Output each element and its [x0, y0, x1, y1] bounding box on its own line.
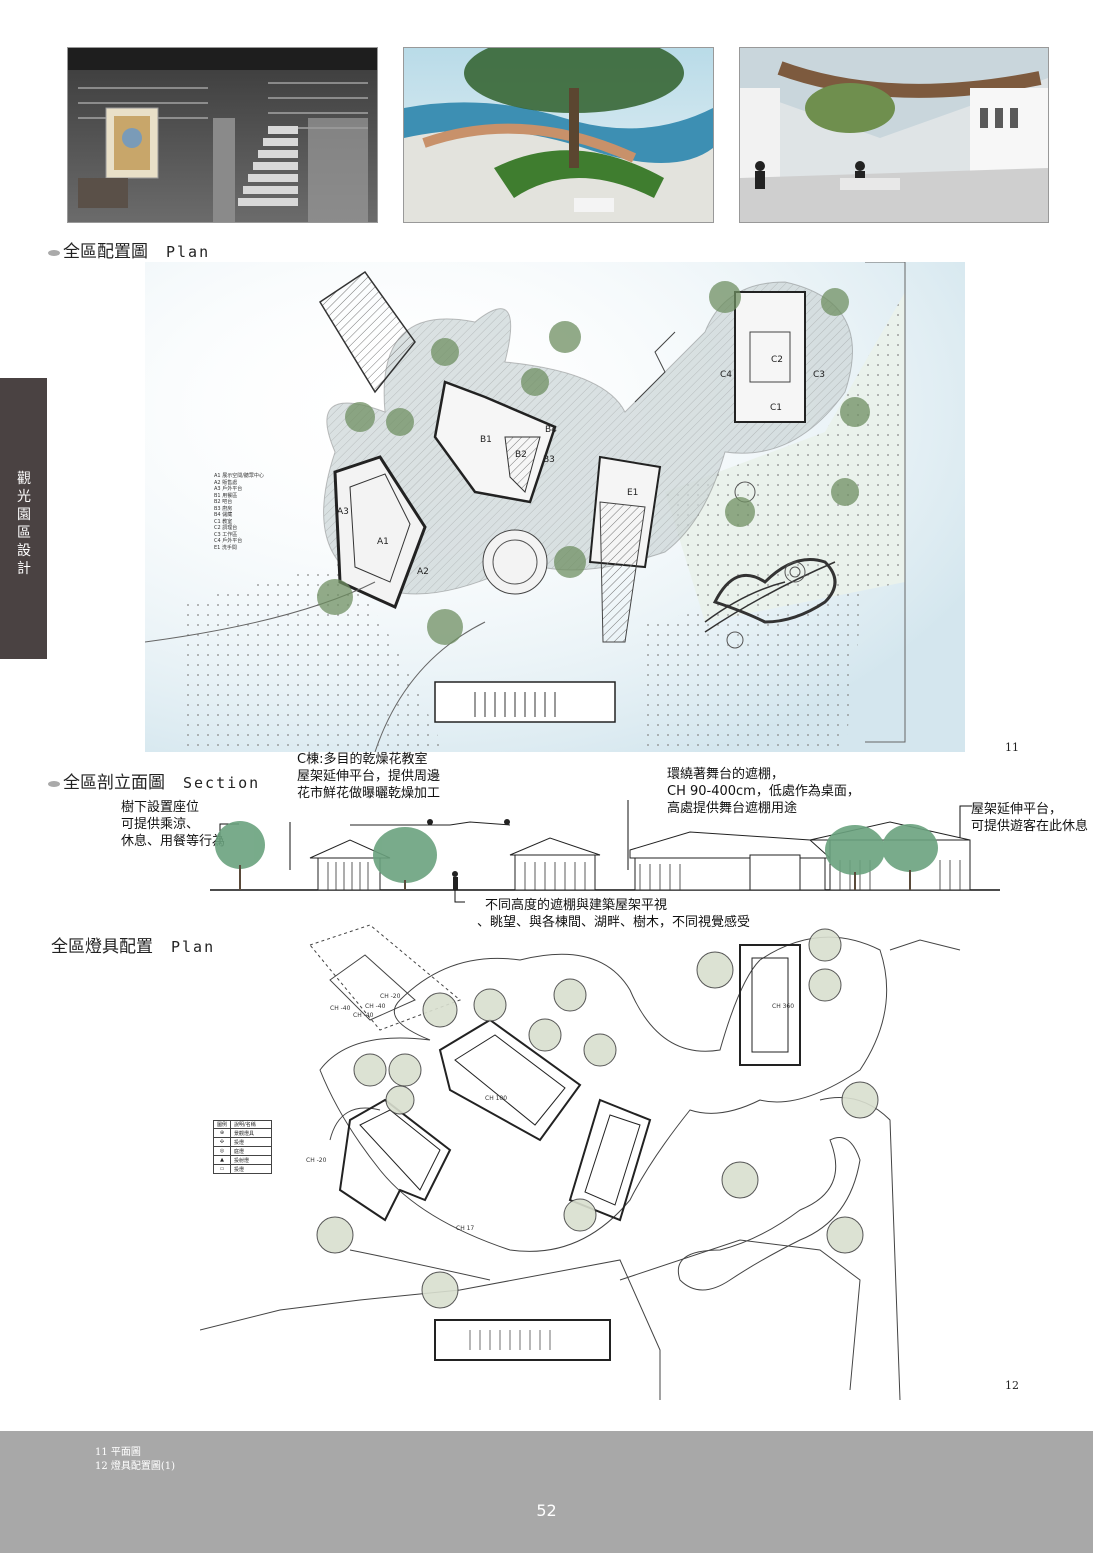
plan-label: B3 — [543, 455, 555, 465]
footer-caption: 12 燈具配置圖(1) — [95, 1461, 176, 1472]
annotation-line: 不同高度的遮棚與建築屋架平視 — [485, 898, 668, 913]
annotation-line: 花市鮮花做曝曬乾燥加工 — [297, 786, 441, 801]
legend-item: B4 儲藏 — [214, 512, 233, 518]
annotation-line: 休息、用餐等行為 — [121, 834, 226, 849]
annotation-line: 可提供遊客在此休息 — [971, 819, 1089, 834]
lighting-plan-drawing: CH -40 CH -20 CH -40 CH -40 CH 100 CH -2… — [200, 920, 965, 1400]
plan-title-zh: 全區配置圖 — [63, 242, 148, 262]
table-row: ⊕景觀燈具 — [212, 1128, 273, 1138]
photo-interior-stair — [67, 47, 378, 223]
legend-item: E1 洗手間 — [214, 544, 237, 551]
legend-item: C4 戶外平台 — [214, 538, 243, 544]
legend-item: A2 販售處 — [214, 479, 238, 486]
light-symbol-icon: ▲ — [212, 1155, 232, 1165]
legend-item: C2 調理台 — [214, 525, 238, 531]
figure-number-lighting: 12 — [1005, 1379, 1019, 1392]
legend-cell: 投燈 — [230, 1164, 273, 1174]
plan-label: B2 — [515, 450, 527, 460]
page-number: 52 — [536, 1501, 557, 1520]
plan-label: A3 — [337, 507, 349, 517]
footer-caption: 11 平面圖 — [95, 1447, 141, 1458]
plan-legend: A1 展示空間/聽眾中心 A2 販售處 A3 戶外平台 B1 用餐區 B2 吧台… — [214, 473, 264, 551]
plan-heading: 全區配置圖 Plan — [47, 237, 210, 262]
ch-label: CH 360 — [772, 1003, 794, 1010]
section-heading: 全區剖立面圖 Section — [47, 768, 260, 793]
table-row: ✣投燈 — [212, 1137, 273, 1147]
ch-label: CH 100 — [485, 1095, 507, 1102]
site-plan-drawing: A1 A2 A3 B1 B2 B3 B4 C1 C2 C3 C4 E1 — [145, 262, 965, 752]
ch-label: CH -40 — [330, 1005, 351, 1012]
annotation-line: 環繞著舞台的遮棚， — [667, 767, 785, 782]
cloud-bullet-icon — [48, 781, 60, 787]
annotation-line: 可提供乘涼、 — [121, 817, 200, 832]
section-title-zh: 全區剖立面圖 — [63, 773, 165, 793]
plan-label: E1 — [627, 488, 638, 498]
lighting-legend: 圖例 說明/名稱 ⊕景觀燈具 ✣投燈 ◎庭燈 ▲投射燈 ▭投燈 — [212, 1120, 273, 1174]
annotation-line: 屋架延伸平台，提供周邊 — [297, 769, 441, 784]
annotation-line: 屋架延伸平台， — [971, 802, 1063, 817]
figure-number-plan: 11 — [1005, 741, 1019, 754]
legend-header: 圖例 — [212, 1120, 232, 1129]
side-section-tab: 觀光園區設計 — [0, 378, 47, 659]
plan-label: C4 — [720, 370, 732, 380]
light-symbol-icon: ◎ — [212, 1146, 232, 1156]
photo-lakeside-courtyard — [403, 47, 714, 223]
plan-label: C2 — [771, 355, 783, 365]
annotation-line: 高處提供舞台遮棚用途 — [667, 801, 798, 816]
plan-title-en: Plan — [166, 243, 211, 261]
annotation-tree-seating: 樹下設置座位 可提供乘涼、 休息、用餐等行為 — [121, 799, 225, 850]
section-title-en: Section — [183, 774, 261, 792]
annotation-canopy-heights: 不同高度的遮棚與建築屋架平視 、眺望、與各棟間、湖畔、樹木，不同視覺感受 — [477, 897, 750, 931]
legend-cell: 景觀燈具 — [230, 1128, 273, 1138]
table-row: ◎庭燈 — [212, 1146, 273, 1156]
lighting-title-zh: 全區燈具配置 — [51, 937, 153, 957]
ch-label: CH -40 — [365, 1003, 386, 1010]
legend-cell: 投燈 — [230, 1137, 273, 1147]
cloud-bullet-icon — [48, 250, 60, 256]
table-row: ▭投燈 — [212, 1164, 273, 1174]
table-row: 圖例 說明/名稱 — [212, 1120, 273, 1129]
annotation-stage-canopy: 環繞著舞台的遮棚， CH 90-400cm，低處作為桌面， 高處提供舞台遮棚用途 — [667, 766, 860, 817]
legend-header: 說明/名稱 — [230, 1120, 273, 1129]
legend-item: C3 工作區 — [214, 531, 238, 538]
annotation-line: CH 90-400cm，低處作為桌面， — [667, 784, 860, 799]
plan-label: A2 — [417, 567, 429, 577]
legend-item: B2 吧台 — [214, 499, 233, 505]
ch-label: CH -20 — [306, 1157, 327, 1164]
plan-label: B4 — [545, 425, 557, 435]
side-tab-label: 觀光園區設計 — [17, 471, 31, 577]
annotation-line: 樹下設置座位 — [121, 800, 200, 815]
plan-label: A1 — [377, 537, 389, 547]
photo-covered-walkway — [739, 47, 1049, 223]
light-symbol-icon: ▭ — [212, 1164, 232, 1174]
legend-item: A3 戶外平台 — [214, 486, 243, 492]
light-symbol-icon: ✣ — [212, 1137, 232, 1147]
annotation-line: C棟:多目的乾燥花教室 — [297, 752, 428, 767]
lighting-title-en: Plan — [171, 938, 216, 956]
annotation-c-building: C棟:多目的乾燥花教室 屋架延伸平台，提供周邊 花市鮮花做曝曬乾燥加工 — [297, 751, 440, 802]
plan-label: C3 — [813, 370, 825, 380]
plan-label: C1 — [770, 403, 782, 413]
section-elevation-drawing — [210, 800, 1010, 910]
ch-label: CH 17 — [456, 1225, 474, 1232]
table-row: ▲投射燈 — [212, 1155, 273, 1165]
plan-label: B1 — [480, 435, 492, 445]
lighting-legend-table: 圖例 說明/名稱 ⊕景觀燈具 ✣投燈 ◎庭燈 ▲投射燈 ▭投燈 — [212, 1120, 273, 1174]
legend-item: C1 教室 — [214, 518, 233, 525]
legend-item: B1 用餐區 — [214, 492, 238, 499]
legend-cell: 庭燈 — [230, 1146, 273, 1156]
ch-label: CH -40 — [353, 1012, 374, 1019]
page-footer: 11 平面圖 12 燈具配置圖(1) 52 — [0, 1431, 1093, 1553]
light-symbol-icon: ⊕ — [212, 1128, 232, 1138]
legend-cell: 投射燈 — [230, 1155, 273, 1165]
annotation-roof-platform: 屋架延伸平台， 可提供遊客在此休息 — [971, 801, 1093, 835]
legend-item: B3 廚房 — [214, 505, 233, 512]
annotation-line: 、眺望、與各棟間、湖畔、樹木，不同視覺感受 — [477, 915, 751, 930]
legend-item: A1 展示空間/聽眾中心 — [214, 473, 264, 479]
lighting-heading: 全區燈具配置 Plan — [51, 932, 215, 957]
ch-label: CH -20 — [380, 993, 401, 1000]
